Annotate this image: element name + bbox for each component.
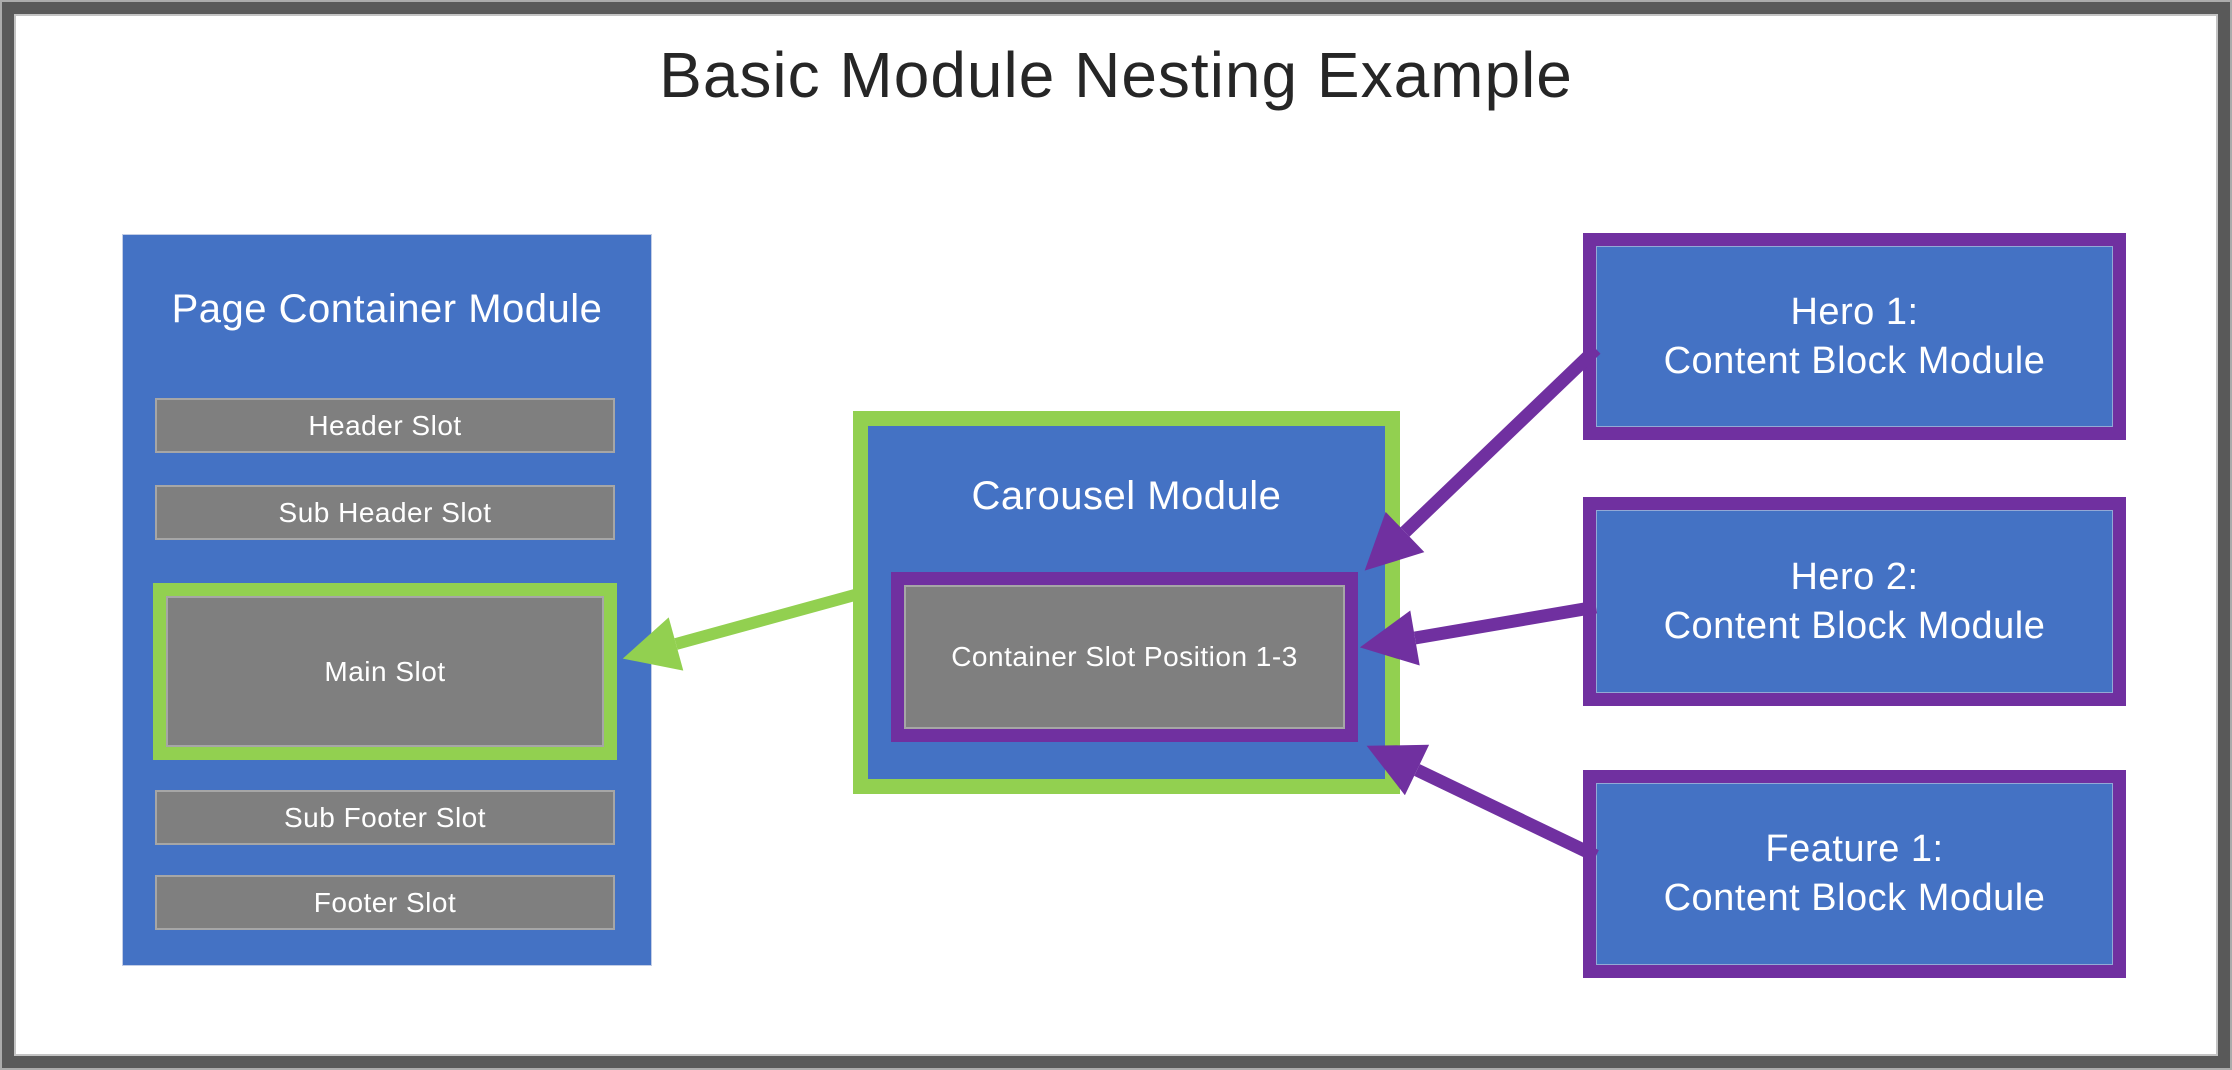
carousel-module-body: Carousel Module Container Slot Position …: [868, 426, 1385, 779]
feature-1-module: Feature 1: Content Block Module: [1583, 770, 2126, 978]
main-slot: Main Slot: [166, 596, 604, 747]
feature-1-label-line1: Feature 1:: [1765, 828, 1944, 871]
diagram-title: Basic Module Nesting Example: [659, 39, 1573, 111]
hero-1-label-line1: Hero 1:: [1790, 290, 1919, 333]
sub-header-slot: Sub Header Slot: [155, 485, 615, 540]
hero-1-module: Hero 1: Content Block Module: [1583, 233, 2126, 440]
hero-2-module-body: Hero 2: Content Block Module: [1596, 510, 2113, 693]
sub-footer-slot: Sub Footer Slot: [155, 790, 615, 845]
page-container-module: Page Container Module Header Slot Sub He…: [123, 235, 651, 965]
feature-1-module-body: Feature 1: Content Block Module: [1596, 783, 2113, 965]
hero-1-module-body: Hero 1: Content Block Module: [1596, 246, 2113, 427]
arrow-hero1-to-container-slot: [1364, 344, 1601, 571]
hero-1-label-line2: Content Block Module: [1663, 339, 2046, 382]
hero-2-label-line1: Hero 2:: [1790, 555, 1919, 598]
carousel-module: Carousel Module Container Slot Position …: [853, 411, 1400, 794]
arrow-carousel-to-main-slot: [622, 587, 864, 671]
main-slot-highlight-border: Main Slot: [153, 583, 617, 760]
footer-slot: Footer Slot: [155, 875, 615, 930]
carousel-module-title: Carousel Module: [971, 474, 1282, 518]
header-slot: Header Slot: [155, 398, 615, 453]
container-slot-border: Container Slot Position 1-3: [891, 572, 1358, 742]
page-container-title: Page Container Module: [171, 287, 603, 331]
hero-2-module: Hero 2: Content Block Module: [1583, 497, 2126, 706]
arrow-hero2-to-container-slot: [1359, 600, 1598, 666]
hero-2-label-line2: Content Block Module: [1663, 604, 2046, 647]
container-slot: Container Slot Position 1-3: [904, 585, 1345, 729]
arrow-feature1-to-container-slot: [1366, 744, 1599, 862]
feature-1-label-line2: Content Block Module: [1663, 877, 2046, 919]
